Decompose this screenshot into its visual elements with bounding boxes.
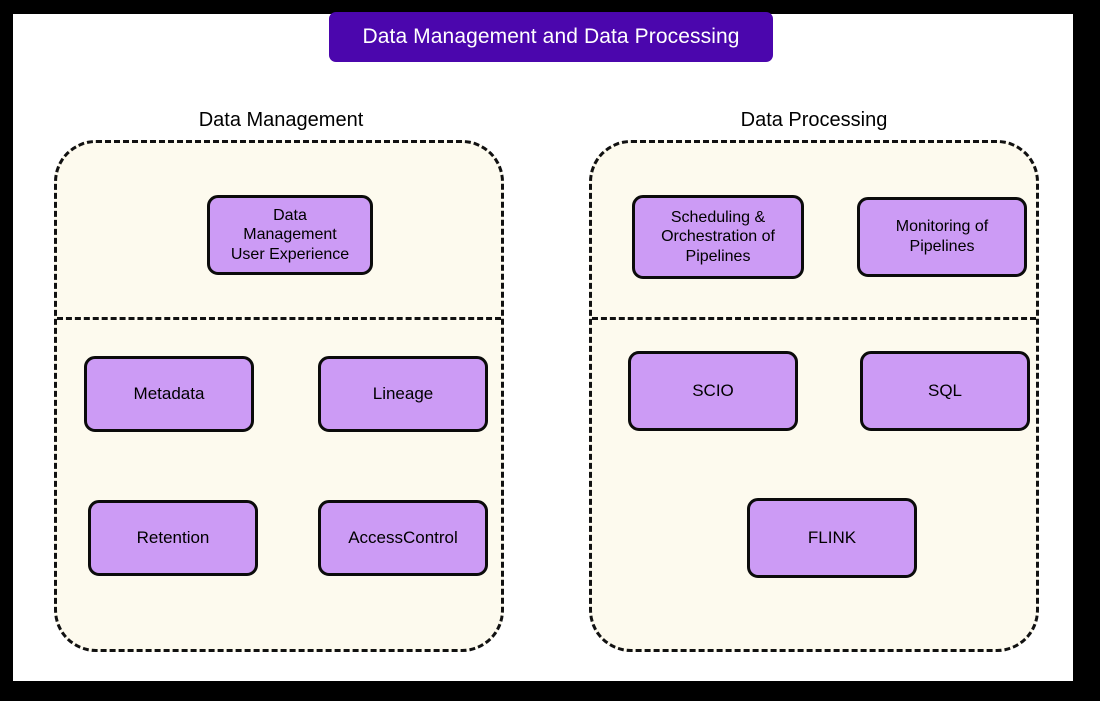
node-sql[interactable]: SQL: [860, 351, 1030, 431]
diagram-title-text: Data Management and Data Processing: [362, 25, 740, 48]
node-flink[interactable]: FLINK: [747, 498, 917, 578]
node-accesscontrol[interactable]: AccessControl: [318, 500, 488, 576]
node-retention[interactable]: Retention: [88, 500, 258, 576]
diagram-title-banner: Data Management and Data Processing: [329, 12, 773, 62]
diagram-canvas: Data Management and Data Processing Data…: [13, 12, 1073, 681]
group-heading-data-processing: Data Processing: [740, 109, 888, 131]
node-scio[interactable]: SCIO: [628, 351, 798, 431]
group-heading-data-management: Data Management: [198, 109, 364, 131]
node-lineage[interactable]: Lineage: [318, 356, 488, 432]
group-divider-data-processing: [592, 317, 1036, 320]
node-metadata[interactable]: Metadata: [84, 356, 254, 432]
group-divider-data-management: [57, 317, 501, 320]
